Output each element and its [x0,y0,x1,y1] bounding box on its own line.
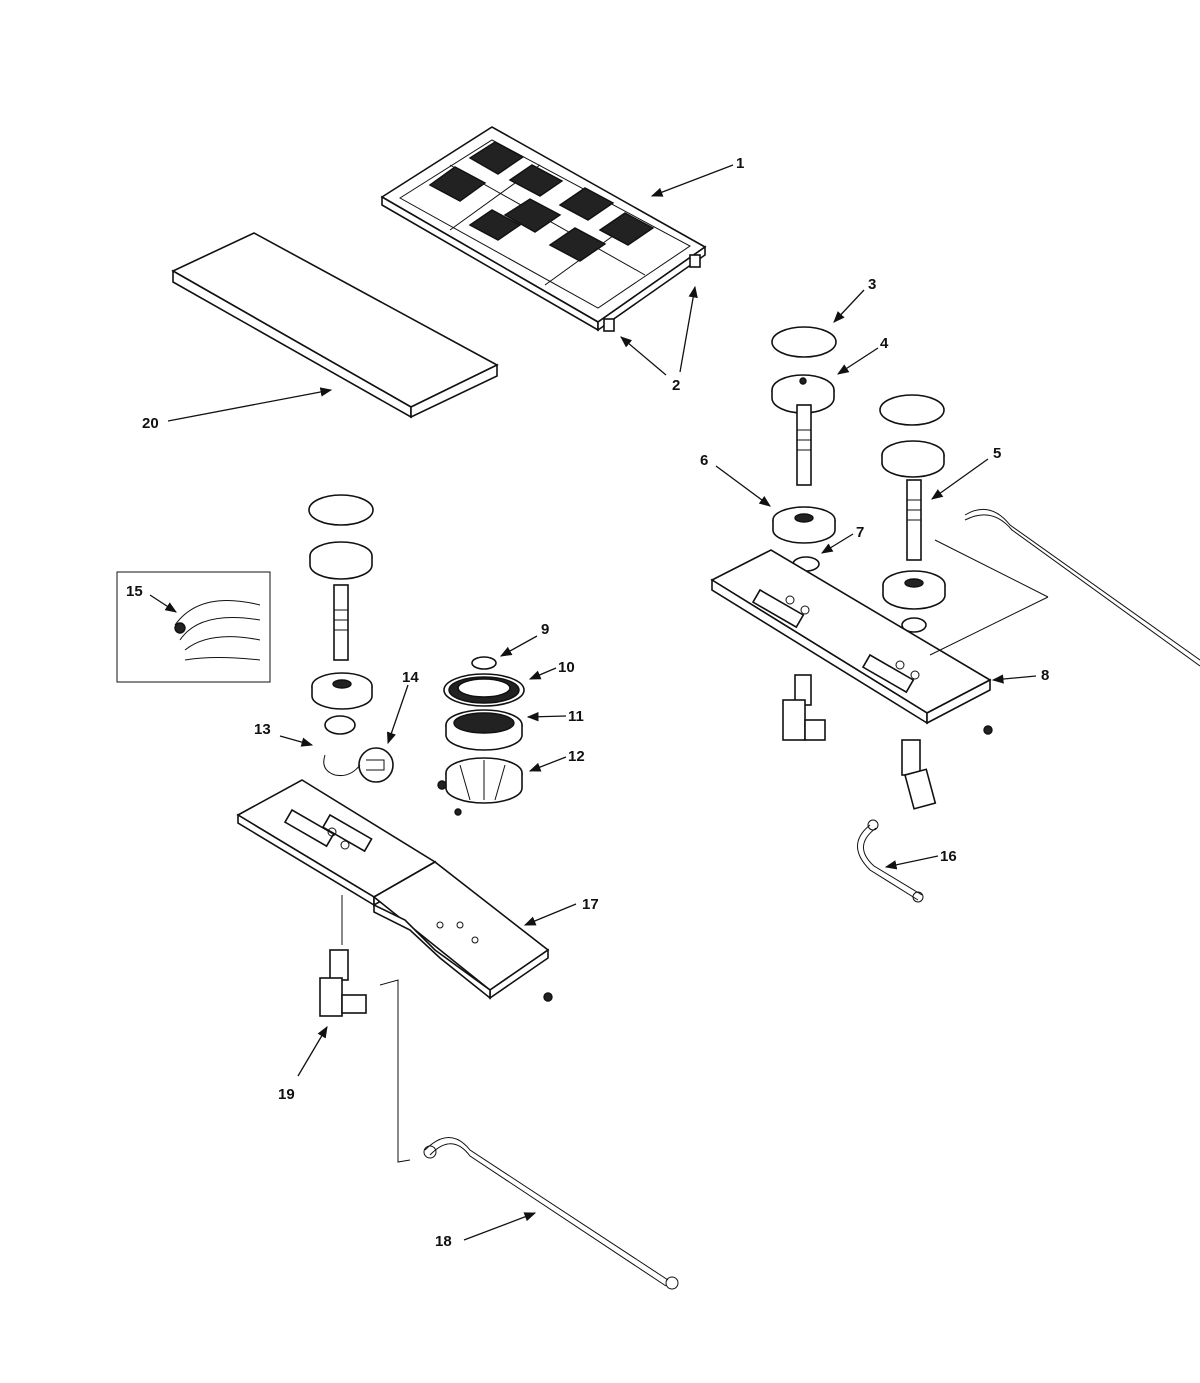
callout-1: 1 [736,155,744,172]
leader-lines [149,164,1037,1241]
callout-9: 9 [541,621,549,638]
callout-3: 3 [868,276,876,293]
callout-17: 17 [582,896,599,913]
callout-7: 7 [856,524,864,541]
callout-19: 19 [278,1086,295,1103]
callout-10: 10 [558,659,575,676]
right-burner-assembly [710,326,1200,903]
callout-labels: 1 2 3 4 5 6 7 8 9 10 11 12 13 14 15 16 1… [126,155,1049,1250]
callout-2: 2 [672,377,680,394]
callout-6: 6 [700,452,708,469]
callout-15: 15 [126,583,143,600]
callout-11: 11 [568,708,584,725]
left-burner-assembly [116,494,679,1290]
callout-13: 13 [254,721,271,738]
callout-14: 14 [402,669,419,686]
griddle-cover [171,232,499,419]
callout-8: 8 [1041,667,1049,684]
callout-5: 5 [993,445,1001,462]
callout-20: 20 [142,415,159,432]
callout-16: 16 [940,848,957,865]
callout-12: 12 [568,748,585,765]
burner-grate [380,126,707,332]
callout-18: 18 [435,1233,452,1250]
callout-4: 4 [880,335,889,352]
